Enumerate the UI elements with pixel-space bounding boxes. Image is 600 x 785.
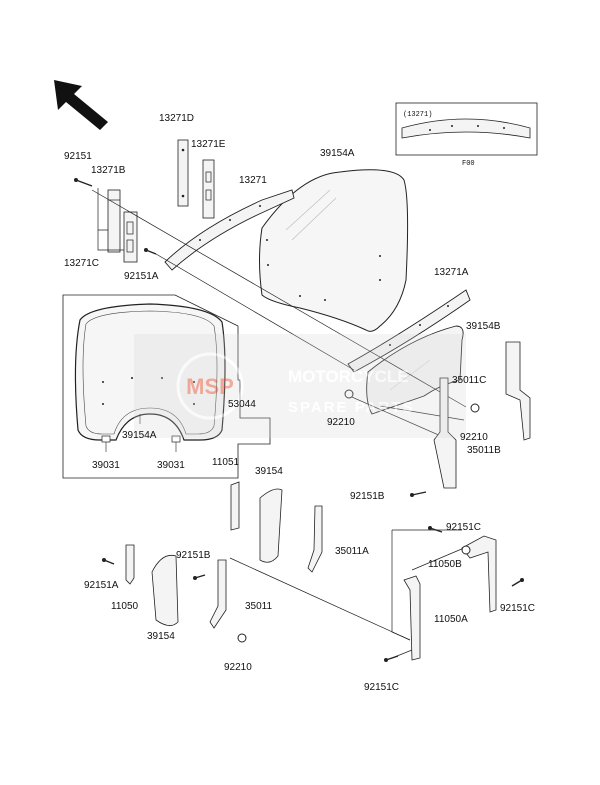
bracket-35011 [209, 559, 227, 629]
label-13271c: 13271C [64, 258, 99, 269]
windshield-39154a [259, 169, 409, 332]
bolt-92151c-a [428, 526, 443, 533]
label-35011: 35011 [245, 601, 273, 612]
label-92151c-b: 92151C [500, 603, 535, 614]
label-39154b: 39154B [466, 321, 501, 332]
label-39154a-inset: 39154A [122, 430, 157, 441]
label-35011c: 35011C [452, 375, 486, 386]
trim-strip-13271a [347, 289, 471, 373]
label-92151b-right: 92151B [350, 491, 385, 502]
nut-92210-right [470, 403, 480, 413]
label-53044: 53044 [228, 399, 256, 410]
bracket-13271e [202, 159, 215, 219]
bracket-35011c [505, 341, 531, 441]
label-39154a-top: 39154A [320, 148, 355, 159]
label-92151: 92151 [64, 151, 92, 162]
label-13271b: 13271B [91, 165, 126, 176]
inset-13271-box: (13271) F00 [395, 102, 538, 168]
inset-note-label: F00 [462, 160, 475, 168]
label-13271d: 13271D [159, 113, 194, 124]
lower-panel-39154-low [151, 554, 179, 626]
lower-panel-39154b [366, 325, 464, 415]
label-11050a: 11050A [434, 614, 468, 625]
label-13271e: 13271E [191, 139, 226, 150]
watermark-line1: MOTORCYCLE [288, 367, 409, 386]
inset-shield-box [62, 294, 271, 479]
label-11051: 11051 [212, 457, 240, 468]
label-13271a: 13271A [434, 267, 469, 278]
bracket-13271d [177, 139, 189, 207]
label-13271: 13271 [239, 175, 267, 186]
part-labels: 13271D 13271E 92151 13271B 13271 39154A … [64, 113, 535, 693]
label-92210-mid: 92210 [327, 417, 355, 428]
bolt-92151c-b [511, 578, 524, 587]
front-direction-arrow [54, 80, 108, 130]
label-39154-mid: 39154 [255, 466, 283, 477]
label-92151b-low: 92151B [176, 550, 211, 561]
label-39031-left: 39031 [92, 460, 120, 471]
bolt-92151b-right [410, 491, 427, 497]
watermark-line2: SPARE PARTS [288, 399, 414, 416]
bolt-92151-top [74, 178, 93, 187]
trim-strip-13271 [164, 189, 295, 271]
label-39031-right: 39031 [157, 460, 185, 471]
bolt-92151b-low [193, 574, 206, 580]
bracket-13271b [107, 189, 138, 263]
nut-92210-low [237, 633, 247, 643]
label-92151c-c: 92151C [364, 682, 399, 693]
label-11050: 11050 [111, 601, 139, 612]
bolt-92151a-top [144, 248, 157, 255]
bolt-92151a-low [102, 558, 115, 565]
bracket-11050a [403, 575, 421, 661]
bracket-35011a [307, 505, 323, 573]
label-92210-right: 92210 [460, 432, 488, 443]
label-35011b: 35011B [467, 445, 501, 456]
label-92210-low: 92210 [224, 662, 252, 673]
lower-panel-39154-mid [259, 488, 283, 563]
clip-11051 [230, 481, 240, 531]
label-39154-low: 39154 [147, 631, 175, 642]
leader-lines [91, 188, 467, 659]
label-92151c-a: 92151C [446, 522, 481, 533]
bracket-11050b [461, 535, 497, 613]
label-11050b: 11050B [428, 559, 462, 570]
label-35011a: 35011A [335, 546, 369, 557]
nut-92210-mid [344, 389, 354, 399]
bracket-11050 [125, 544, 135, 585]
bracket-35011b [433, 377, 457, 489]
watermark-logo: MSP [186, 374, 234, 399]
label-92151a-top: 92151A [124, 271, 159, 282]
bolt-92151c-c [384, 655, 399, 662]
label-92151a-low: 92151A [84, 580, 119, 591]
watermark: MSP MOTORCYCLE SPARE PARTS [134, 334, 466, 438]
inset-part-label: (13271) [403, 111, 432, 119]
